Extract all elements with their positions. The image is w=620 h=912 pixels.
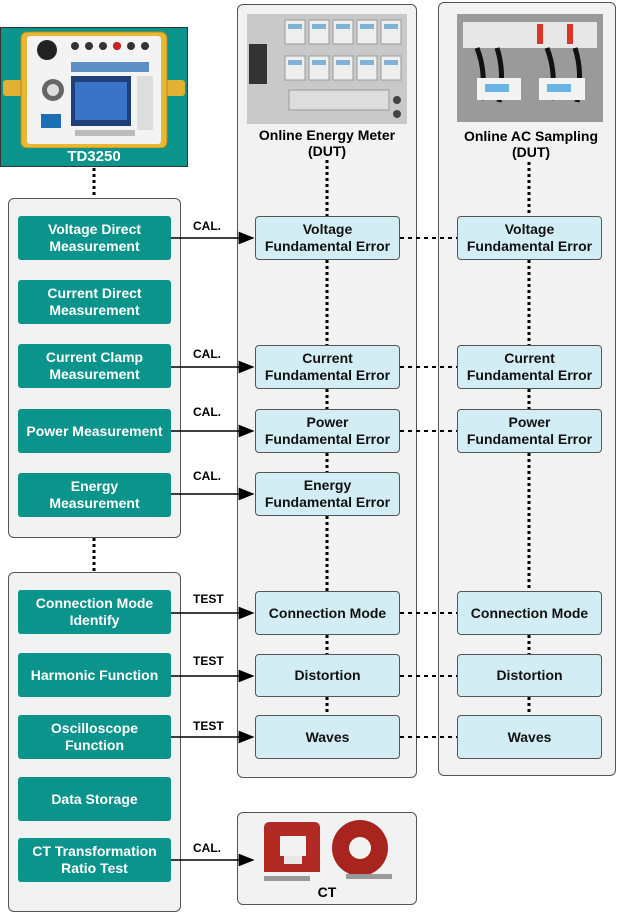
ct-image: [264, 820, 392, 881]
function-harmonic: Harmonic Function: [18, 653, 171, 697]
function-power-measurement: Power Measurement: [18, 409, 171, 453]
meter-result-power: Power Fundamental Error: [255, 409, 400, 453]
function-voltage-direct: Voltage Direct Measurement: [18, 216, 171, 260]
energy-meter-cabinet-image: [247, 14, 407, 124]
meter-result-distortion: Distortion: [255, 654, 400, 697]
td3250-device-image: [3, 31, 185, 148]
meter-result-waves: Waves: [255, 715, 400, 759]
arrow-label-harmonic: TEST: [193, 654, 224, 668]
ac-sampling-panel: [438, 2, 616, 776]
sampling-result-power: Power Fundamental Error: [457, 409, 602, 453]
sampling-result-voltage: Voltage Fundamental Error: [457, 216, 602, 260]
function-energy-measurement: Energy Measurement: [18, 473, 171, 517]
arrow-label-power: CAL.: [193, 405, 221, 419]
energy-meter-title-line1: Online Energy Meter: [258, 127, 396, 143]
arrow-label-connection: TEST: [193, 592, 224, 606]
energy-meter-title-line2: (DUT): [307, 143, 347, 159]
energy-meter-title: Online Energy Meter (DUT): [237, 127, 417, 159]
function-current-clamp: Current Clamp Measurement: [18, 344, 171, 388]
function-current-direct: Current Direct Measurement: [18, 280, 171, 324]
ac-sampling-title: Online AC Sampling (DUT): [438, 128, 620, 160]
arrow-label-energy: CAL.: [193, 469, 221, 483]
sampling-result-current: Current Fundamental Error: [457, 345, 602, 389]
ac-sampling-cabinet-image: [457, 14, 603, 122]
meter-result-current: Current Fundamental Error: [255, 345, 400, 389]
meter-result-connection-mode: Connection Mode: [255, 591, 400, 635]
sampling-result-waves: Waves: [457, 715, 602, 759]
meter-result-voltage: Voltage Fundamental Error: [255, 216, 400, 260]
arrow-label-oscilloscope: TEST: [193, 719, 224, 733]
function-data-storage: Data Storage: [18, 777, 171, 821]
function-oscilloscope: Oscilloscope Function: [18, 715, 171, 759]
ac-sampling-title-line2: (DUT): [511, 144, 551, 160]
function-ct-ratio-test: CT Transformation Ratio Test: [18, 838, 171, 882]
arrow-label-voltage: CAL.: [193, 219, 221, 233]
ct-label: CT: [317, 884, 337, 900]
arrow-label-current: CAL.: [193, 347, 221, 361]
arrow-label-ct: CAL.: [193, 841, 221, 855]
sampling-result-connection-mode: Connection Mode: [457, 591, 602, 635]
td3250-label: TD3250: [67, 148, 121, 165]
meter-result-energy: Energy Fundamental Error: [255, 472, 400, 516]
ac-sampling-title-line1: Online AC Sampling: [463, 128, 599, 144]
function-connection-mode: Connection Mode Identify: [18, 590, 171, 634]
td3250-device-block: TD3250: [0, 27, 188, 167]
sampling-result-distortion: Distortion: [457, 654, 602, 697]
